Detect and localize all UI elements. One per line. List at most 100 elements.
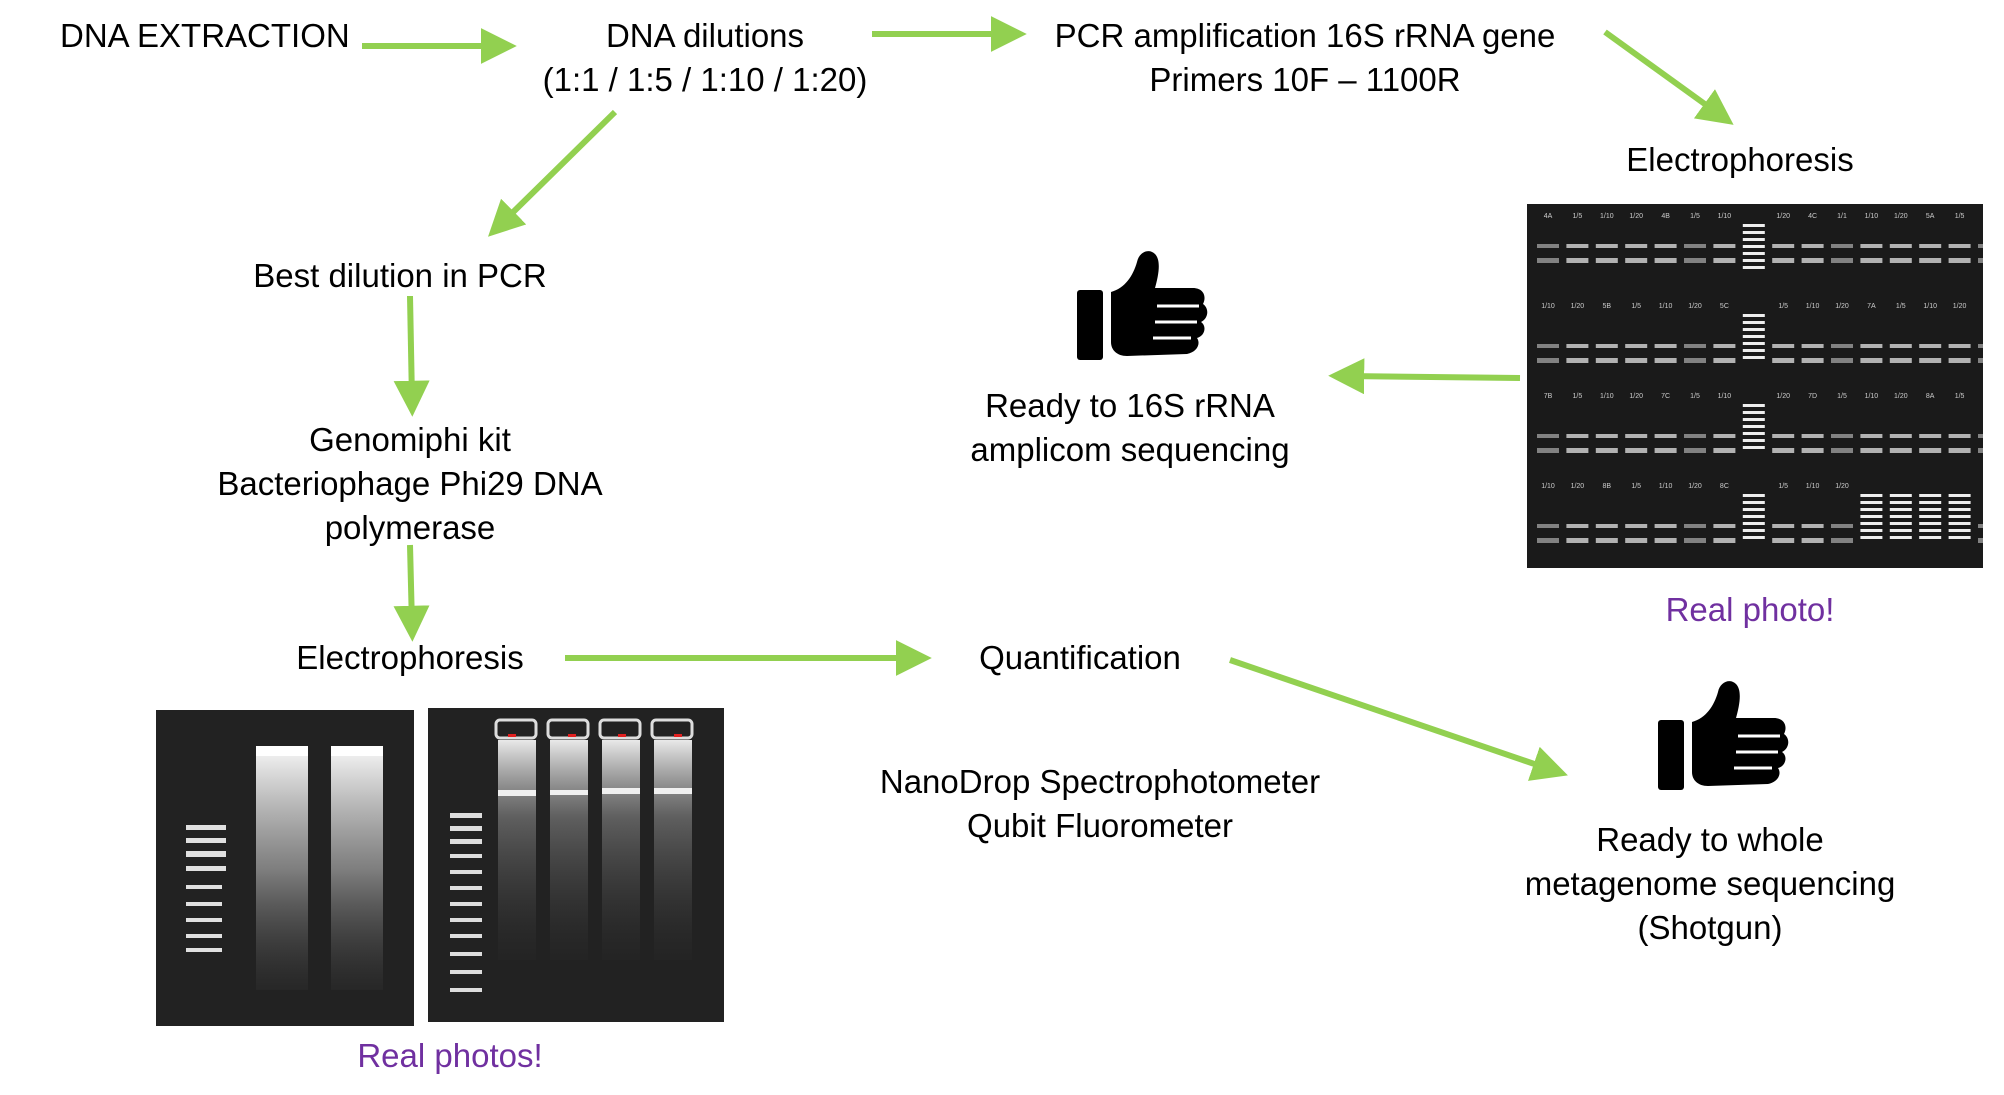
- gel-band: [1713, 358, 1736, 363]
- gel-band: [1978, 244, 1983, 248]
- gel-band: [1654, 434, 1677, 438]
- gel-band: [1860, 434, 1883, 438]
- gel-band: [1537, 258, 1559, 263]
- gel-ladder-band: [1860, 536, 1883, 539]
- gel-band: [1860, 244, 1883, 248]
- gel-ladder-band: [1919, 529, 1942, 532]
- gel-band: [1860, 358, 1883, 363]
- gel-lane-label: 7B: [1544, 393, 1553, 400]
- gel-lane-label: 1/20: [1571, 303, 1585, 310]
- gel-band: [1595, 258, 1618, 263]
- gel-lane-label: 1/5: [1690, 213, 1700, 220]
- gel-band: [1566, 258, 1589, 263]
- gel-ladder-band: [1919, 536, 1942, 539]
- gel-ladder-band: [1742, 224, 1765, 227]
- gel-lane-label: 5A: [1926, 213, 1935, 220]
- gel-band: [1713, 434, 1736, 438]
- gel-ladder-band: [1742, 494, 1765, 497]
- gel-lane-label: 1/10: [1659, 303, 1673, 310]
- gel-band: [1625, 434, 1648, 438]
- gel-band: [1772, 258, 1795, 263]
- gel-lane-label: 1/5: [1778, 483, 1788, 490]
- gel-band: [1625, 448, 1648, 453]
- gel-band: [1978, 434, 1983, 438]
- gel-ladder-band: [1919, 508, 1942, 511]
- gel-band: [1801, 344, 1824, 348]
- gel-lane-label: 1/10: [1865, 213, 1879, 220]
- gel-band: [1831, 434, 1853, 438]
- gel-band: [1684, 524, 1706, 528]
- gel-ladder-band: [1889, 536, 1912, 539]
- gel-band: [1537, 358, 1559, 363]
- gel-lane-label: 1/20: [1571, 483, 1585, 490]
- gel-band: [1860, 344, 1883, 348]
- gel-lane-label: 1/20: [1835, 303, 1849, 310]
- gel-ladder-band: [1948, 515, 1971, 518]
- gel-lane-label: 5C: [1720, 303, 1729, 310]
- gel-band: [1595, 524, 1618, 528]
- gel-band: [1919, 358, 1942, 363]
- gel-band: [1831, 524, 1853, 528]
- gel-band: [1860, 258, 1883, 263]
- gel-band: [1978, 358, 1983, 363]
- gel-lane-label: 1/10: [1806, 483, 1820, 490]
- gel-band: [1772, 434, 1795, 438]
- gel-lane-label: 1/5: [1955, 213, 1965, 220]
- gel-band: [1566, 358, 1589, 363]
- gel-band: [1772, 358, 1795, 363]
- gel-band: [1801, 358, 1824, 363]
- gel-ladder-band: [1860, 501, 1883, 504]
- gel-ladder-band: [1860, 529, 1883, 532]
- gel-ladder-band: [1889, 508, 1912, 511]
- gel-lane-label: 4A: [1544, 213, 1553, 220]
- gel-lane-label: 1/5: [1690, 393, 1700, 400]
- gel-ladder-band: [1742, 404, 1765, 407]
- gel-lane-label: 1/5: [1631, 483, 1641, 490]
- gel-lane-label: 1/10: [1600, 213, 1614, 220]
- arrow-genomiphi-to-electrophoresis: [393, 544, 430, 642]
- gel-band: [1889, 448, 1912, 453]
- gel-ladder-band: [1919, 501, 1942, 504]
- gel-lane-label: 7A: [1867, 303, 1876, 310]
- gel-ladder-band: [1742, 446, 1765, 449]
- gel-band: [1684, 448, 1706, 453]
- gel-ladder-band: [1948, 529, 1971, 532]
- gel-ladder-band: [1948, 501, 1971, 504]
- gel-band: [1801, 434, 1824, 438]
- gel-band: [1889, 344, 1912, 348]
- gel-lane-label: 1/5: [1955, 393, 1965, 400]
- gel-lane-label: 5B: [1603, 303, 1612, 310]
- electrophoresis-left-label: Electrophoresis: [296, 639, 524, 676]
- gel-ladder-band: [1889, 529, 1912, 532]
- gel-ladder-band: [1860, 494, 1883, 497]
- gel-ladder-band: [1948, 494, 1971, 497]
- arrow-quantification-to-readywgs: [1229, 657, 1568, 781]
- gel-band: [1948, 358, 1971, 363]
- arrow-gel-to-ready16s: [1328, 358, 1521, 395]
- gel-band: [1595, 244, 1618, 248]
- gel-band: [1537, 434, 1559, 438]
- gel-band: [1566, 524, 1589, 528]
- gel-band: [1625, 524, 1648, 528]
- gel-lane-label: 8A: [1926, 393, 1935, 400]
- gel-ladder-band: [1742, 349, 1765, 352]
- gel-band: [1889, 434, 1912, 438]
- arrow-best-to-genomiphi: [393, 295, 430, 417]
- gel-band: [1919, 448, 1942, 453]
- gel-band: [1654, 358, 1677, 363]
- gel-lane-label: 1/20: [1688, 303, 1702, 310]
- gel-ladder-band: [1860, 508, 1883, 511]
- gel-lane-label: 1/20: [1688, 483, 1702, 490]
- gel-band: [1713, 244, 1736, 248]
- gel-band: [1713, 524, 1736, 528]
- gel-band: [1654, 244, 1677, 248]
- arrow-dilutions-to-best: [488, 109, 618, 237]
- gel-lane-label: 1/10: [1659, 483, 1673, 490]
- gel-lane-label: 1/1: [1837, 213, 1847, 220]
- gel-band: [1684, 358, 1706, 363]
- gel-lane-label: 1/5: [1896, 303, 1906, 310]
- gel-lane-label: 1/20: [1894, 213, 1908, 220]
- gel-band: [1566, 244, 1589, 248]
